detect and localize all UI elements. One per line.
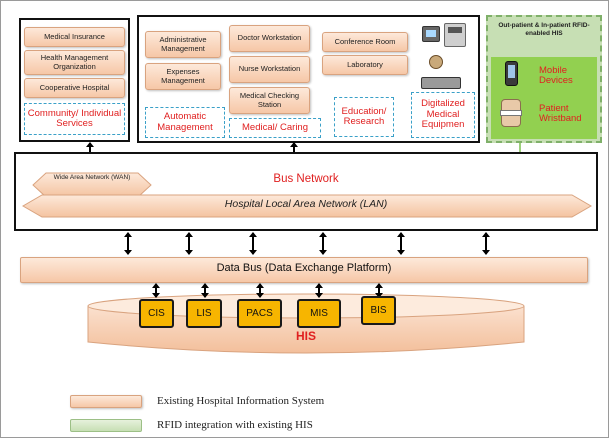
community-item-hmo: Health Management Organization [24,50,125,75]
databus-to-lis-connector [201,283,209,298]
his-module-bis: BIS [361,296,396,325]
databus-to-mis-connector [315,283,323,298]
legend-existing-label: Existing Hospital Information System [157,395,325,407]
legend-rfid-label: RFID integration with existing HIS [157,419,313,431]
patient-wristband-label: Patient Wristband [539,103,582,125]
lan-to-databus-connector-2 [185,232,193,255]
his-label: HIS [295,329,316,343]
legend-existing-swatch [70,395,142,408]
mobile-device-icon [505,61,518,86]
medical-caring-tag: Medical/ Caring [229,118,321,138]
his-module-lis: LIS [186,299,222,328]
community-item-medical-insurance: Medical Insurance [24,27,125,47]
analyzer-device-icon [444,23,466,47]
lan-to-databus-connector-6 [482,232,490,255]
lan-to-databus-connector-4 [319,232,327,255]
rfid-inner-panel: Mobile Devices Patient Wristband [491,57,597,139]
monitor-device-icon [422,26,440,42]
databus-to-pacs-connector [256,283,264,298]
wan-label: Wide Area Network (WAN) [53,174,131,181]
legend-rfid-swatch [70,419,142,432]
education-item-conference-room: Conference Room [322,32,408,52]
data-bus-bar [20,257,588,283]
bus-network-title: Bus Network [273,173,339,185]
scanner-device-icon [421,77,461,89]
lan-to-databus-connector-3 [249,232,257,255]
lan-label: Hospital Local Area Network (LAN) [224,198,388,210]
rfid-panel: Out-patient & In-patient RFID-enabled HI… [486,15,602,143]
databus-to-bis-connector [375,283,383,298]
wristband-icon [500,99,522,127]
medical-item-checking-station: Medical Checking Station [229,87,310,114]
his-module-mis: MIS [297,299,341,328]
education-item-laboratory: Laboratory [322,55,408,75]
digitalized-equipment-tag: Digitalized Medical Equipmen [411,92,475,138]
hospital-services-box: Administrative Management Expenses Manag… [137,15,480,143]
medical-item-doctor-workstation: Doctor Workstation [229,25,310,52]
lan-shape [22,194,592,218]
medical-item-nurse-workstation: Nurse Workstation [229,56,310,83]
admin-item-administrative: Administrative Management [145,31,221,58]
community-services-tag: Community/ Individual Services [24,103,125,135]
automatic-management-tag: Automatic Management [145,107,225,138]
rfid-panel-title: Out-patient & In-patient RFID-enabled HI… [498,22,590,37]
his-module-cis: CIS [139,299,174,328]
community-services-box: Medical Insurance Health Management Orga… [19,18,130,142]
admin-item-expenses: Expenses Management [145,63,221,90]
lan-to-databus-connector-5 [397,232,405,255]
community-item-cooperative-hospital: Cooperative Hospital [24,78,125,98]
data-bus-label: Data Bus (Data Exchange Platform) [216,262,392,274]
education-research-tag: Education/ Research [334,97,394,137]
databus-to-cis-connector [152,283,160,298]
mobile-devices-label: Mobile Devices [539,65,573,87]
camera-device-icon [429,55,443,69]
lan-to-databus-connector-1 [124,232,132,255]
his-module-pacs: PACS [237,299,282,328]
bus-network-frame: Bus Network Wide Area Network (WAN) Hosp… [14,152,598,231]
